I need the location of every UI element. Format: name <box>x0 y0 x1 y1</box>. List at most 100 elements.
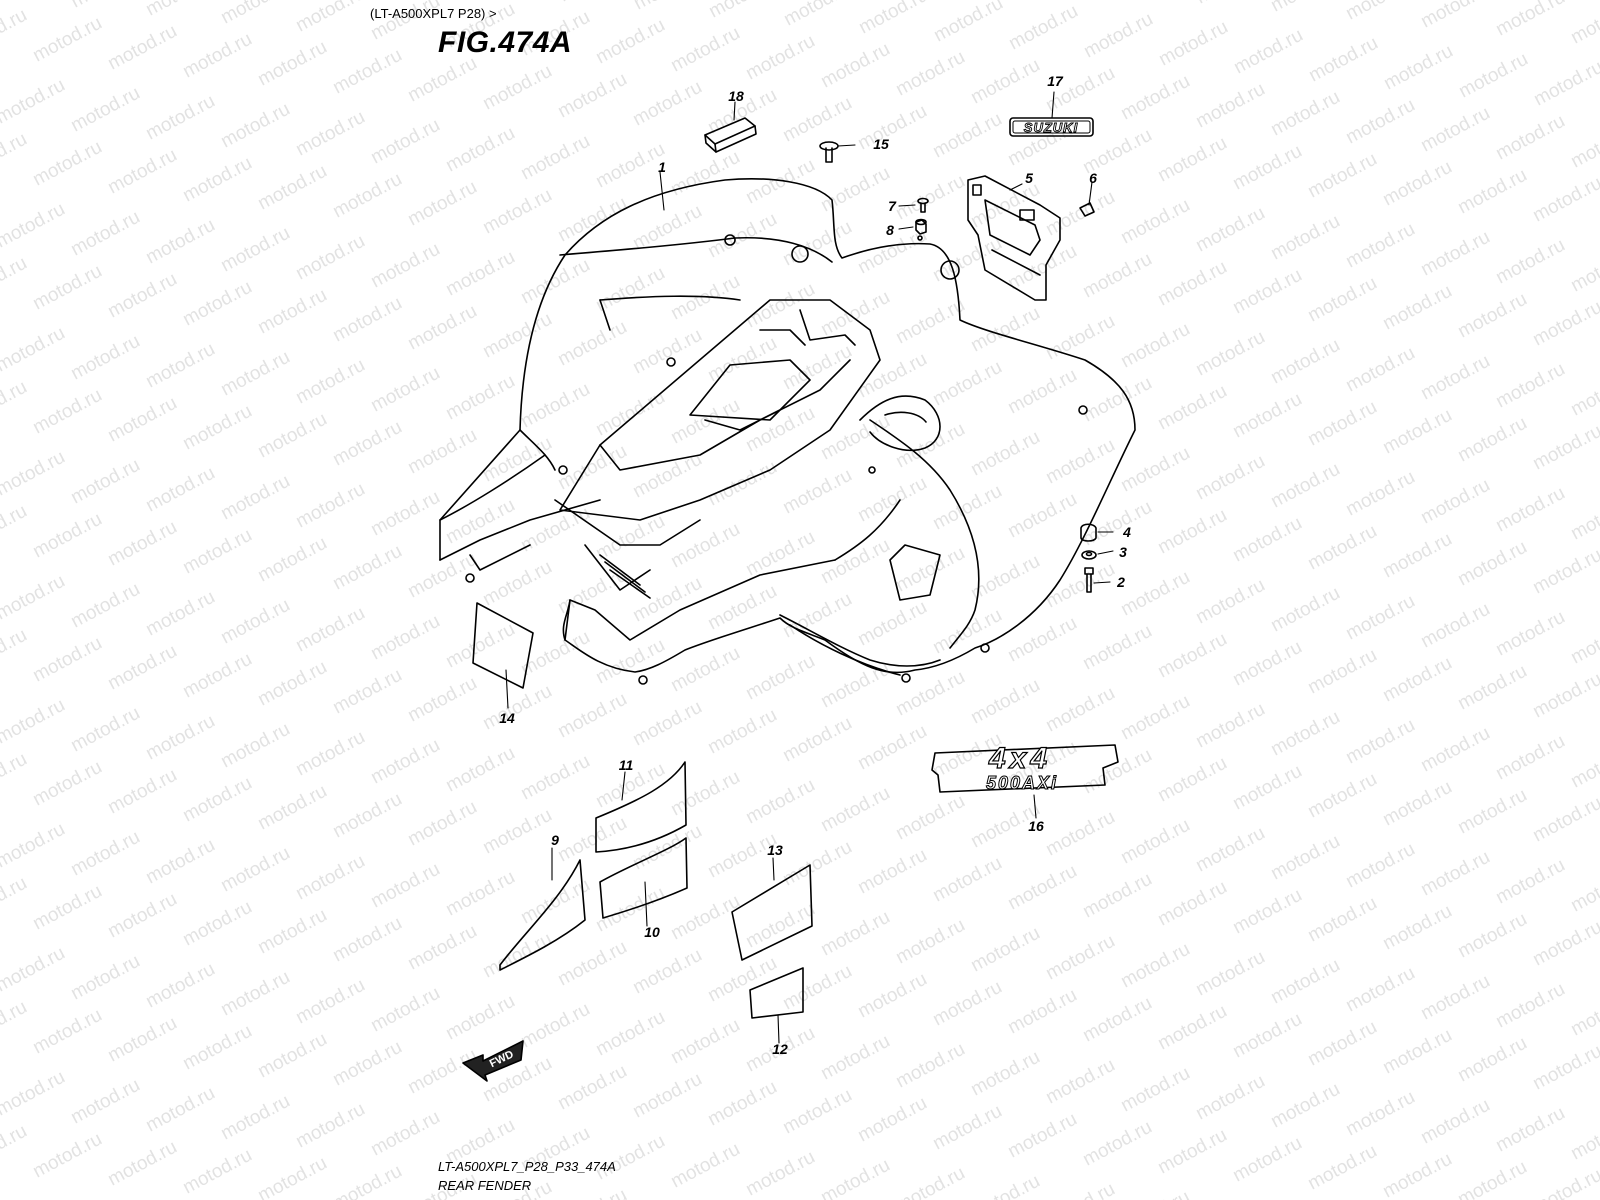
watermark-text: motod.ru <box>967 55 1043 109</box>
watermark-text: motod.ru <box>1117 1187 1193 1200</box>
watermark-text: motod.ru <box>1079 993 1155 1047</box>
watermark-text: motod.ru <box>329 789 405 843</box>
watermark-text: motod.ru <box>67 0 143 12</box>
watermark-text: motod.ru <box>1042 1055 1118 1109</box>
watermark-text: motod.ru <box>667 147 743 201</box>
watermark-text: motod.ru <box>329 169 405 223</box>
watermark-text: motod.ru <box>254 1029 330 1083</box>
callout-17: 17 <box>1047 73 1063 89</box>
watermark-text: motod.ru <box>29 757 105 811</box>
decal-10-part <box>599 837 688 919</box>
watermark-text: motod.ru <box>1567 615 1600 669</box>
watermark-text: motod.ru <box>67 951 143 1005</box>
watermark-text: motod.ru <box>142 463 218 517</box>
watermark-text: motod.ru <box>1117 939 1193 993</box>
watermark-text: motod.ru <box>0 819 69 873</box>
watermark-text: motod.ru <box>1417 227 1493 281</box>
watermark-text: motod.ru <box>967 427 1043 481</box>
watermark-text: motod.ru <box>930 0 1006 46</box>
badge-16-part <box>931 744 1119 793</box>
watermark-text: motod.ru <box>592 263 668 317</box>
watermark-text: motod.ru <box>1492 359 1568 413</box>
callout-2: 2 <box>1117 574 1125 590</box>
watermark-text: motod.ru <box>1042 63 1118 117</box>
watermark-text: motod.ru <box>704 705 780 759</box>
watermark-text: motod.ru <box>367 363 443 417</box>
watermark-text: motod.ru <box>479 805 555 859</box>
watermark-text: motod.ru <box>0 75 69 129</box>
watermark-text: motod.ru <box>217 843 293 897</box>
watermark-text: motod.ru <box>329 1161 405 1200</box>
watermark-text: motod.ru <box>1567 987 1600 1041</box>
watermark-text: motod.ru <box>329 1037 405 1091</box>
watermark-text: motod.ru <box>1229 885 1305 939</box>
watermark-text: motod.ru <box>854 969 930 1023</box>
watermark-text: motod.ru <box>29 881 105 935</box>
watermark-text: motod.ru <box>892 1163 968 1200</box>
watermark-text: motod.ru <box>779 961 855 1015</box>
watermark-text: motod.ru <box>742 899 818 953</box>
watermark-text: motod.ru <box>142 1083 218 1137</box>
watermark-text: motod.ru <box>254 37 330 91</box>
watermark-text: motod.ru <box>179 649 255 703</box>
suzuki-decal-text: SUZUKI <box>1024 120 1078 135</box>
watermark-text: motod.ru <box>1267 1079 1343 1133</box>
watermark-text: motod.ru <box>667 23 743 77</box>
watermark-text: motod.ru <box>217 471 293 525</box>
watermark-text: motod.ru <box>1567 491 1600 545</box>
watermark-text: motod.ru <box>667 767 743 821</box>
watermark-text: motod.ru <box>179 401 255 455</box>
watermark-text: motod.ru <box>217 967 293 1021</box>
watermark-text: motod.ru <box>1117 319 1193 373</box>
watermark-text: motod.ru <box>779 713 855 767</box>
watermark-text: motod.ru <box>1454 909 1530 963</box>
watermark-text: motod.ru <box>929 233 1005 287</box>
watermark-text: motod.ru <box>1417 723 1493 777</box>
watermark-text: motod.ru <box>817 39 893 93</box>
watermark-text: motod.ru <box>442 123 518 177</box>
nut-clip-part <box>1079 202 1095 217</box>
watermark-text: motod.ru <box>1304 645 1380 699</box>
watermark-text: motod.ru <box>1567 119 1600 173</box>
watermark-text: motod.ru <box>1267 211 1343 265</box>
watermark-text: motod.ru <box>104 1013 180 1067</box>
bolt-part <box>1084 567 1094 593</box>
rear-fender-part <box>439 178 1136 685</box>
watermark-text: motod.ru <box>0 1121 31 1175</box>
watermark-text: motod.ru <box>29 261 105 315</box>
watermark-text: motod.ru <box>517 503 593 557</box>
watermark-text: motod.ru <box>1454 165 1530 219</box>
watermark-text: motod.ru <box>0 749 31 803</box>
watermark-text: motod.ru <box>1192 699 1268 753</box>
watermark-text: motod.ru <box>1417 351 1493 405</box>
watermark-text: motod.ru <box>704 209 780 263</box>
watermark-text: motod.ru <box>1079 621 1155 675</box>
decal-11-part <box>595 761 687 853</box>
watermark-text: motod.ru <box>329 293 405 347</box>
watermark-text: motod.ru <box>742 279 818 333</box>
watermark-text: motod.ru <box>554 689 630 743</box>
watermark-text: motod.ru <box>479 61 555 115</box>
watermark-text: motod.ru <box>929 109 1005 163</box>
badge-4x4-text: 4x4 <box>988 742 1051 775</box>
decal-14-part <box>472 602 534 689</box>
watermark-text: motod.ru <box>705 0 781 22</box>
callout-9: 9 <box>551 832 559 848</box>
watermark-text: motod.ru <box>479 681 555 735</box>
watermark-text: motod.ru <box>404 921 480 975</box>
watermark-text: motod.ru <box>442 371 518 425</box>
watermark-text: motod.ru <box>254 161 330 215</box>
watermark-text: motod.ru <box>0 501 31 555</box>
watermark-text: motod.ru <box>367 487 443 541</box>
decal-13-part <box>731 864 813 961</box>
watermark-text: motod.ru <box>1229 761 1305 815</box>
watermark-text: motod.ru <box>442 867 518 921</box>
bracket-part <box>967 175 1061 301</box>
watermark-text: motod.ru <box>779 217 855 271</box>
watermark-text: motod.ru <box>1192 327 1268 381</box>
watermark-text: motod.ru <box>479 433 555 487</box>
callout-8: 8 <box>886 222 894 238</box>
watermark-text: motod.ru <box>667 891 743 945</box>
watermark-text: motod.ru <box>1267 0 1343 16</box>
watermark-text: motod.ru <box>67 703 143 757</box>
